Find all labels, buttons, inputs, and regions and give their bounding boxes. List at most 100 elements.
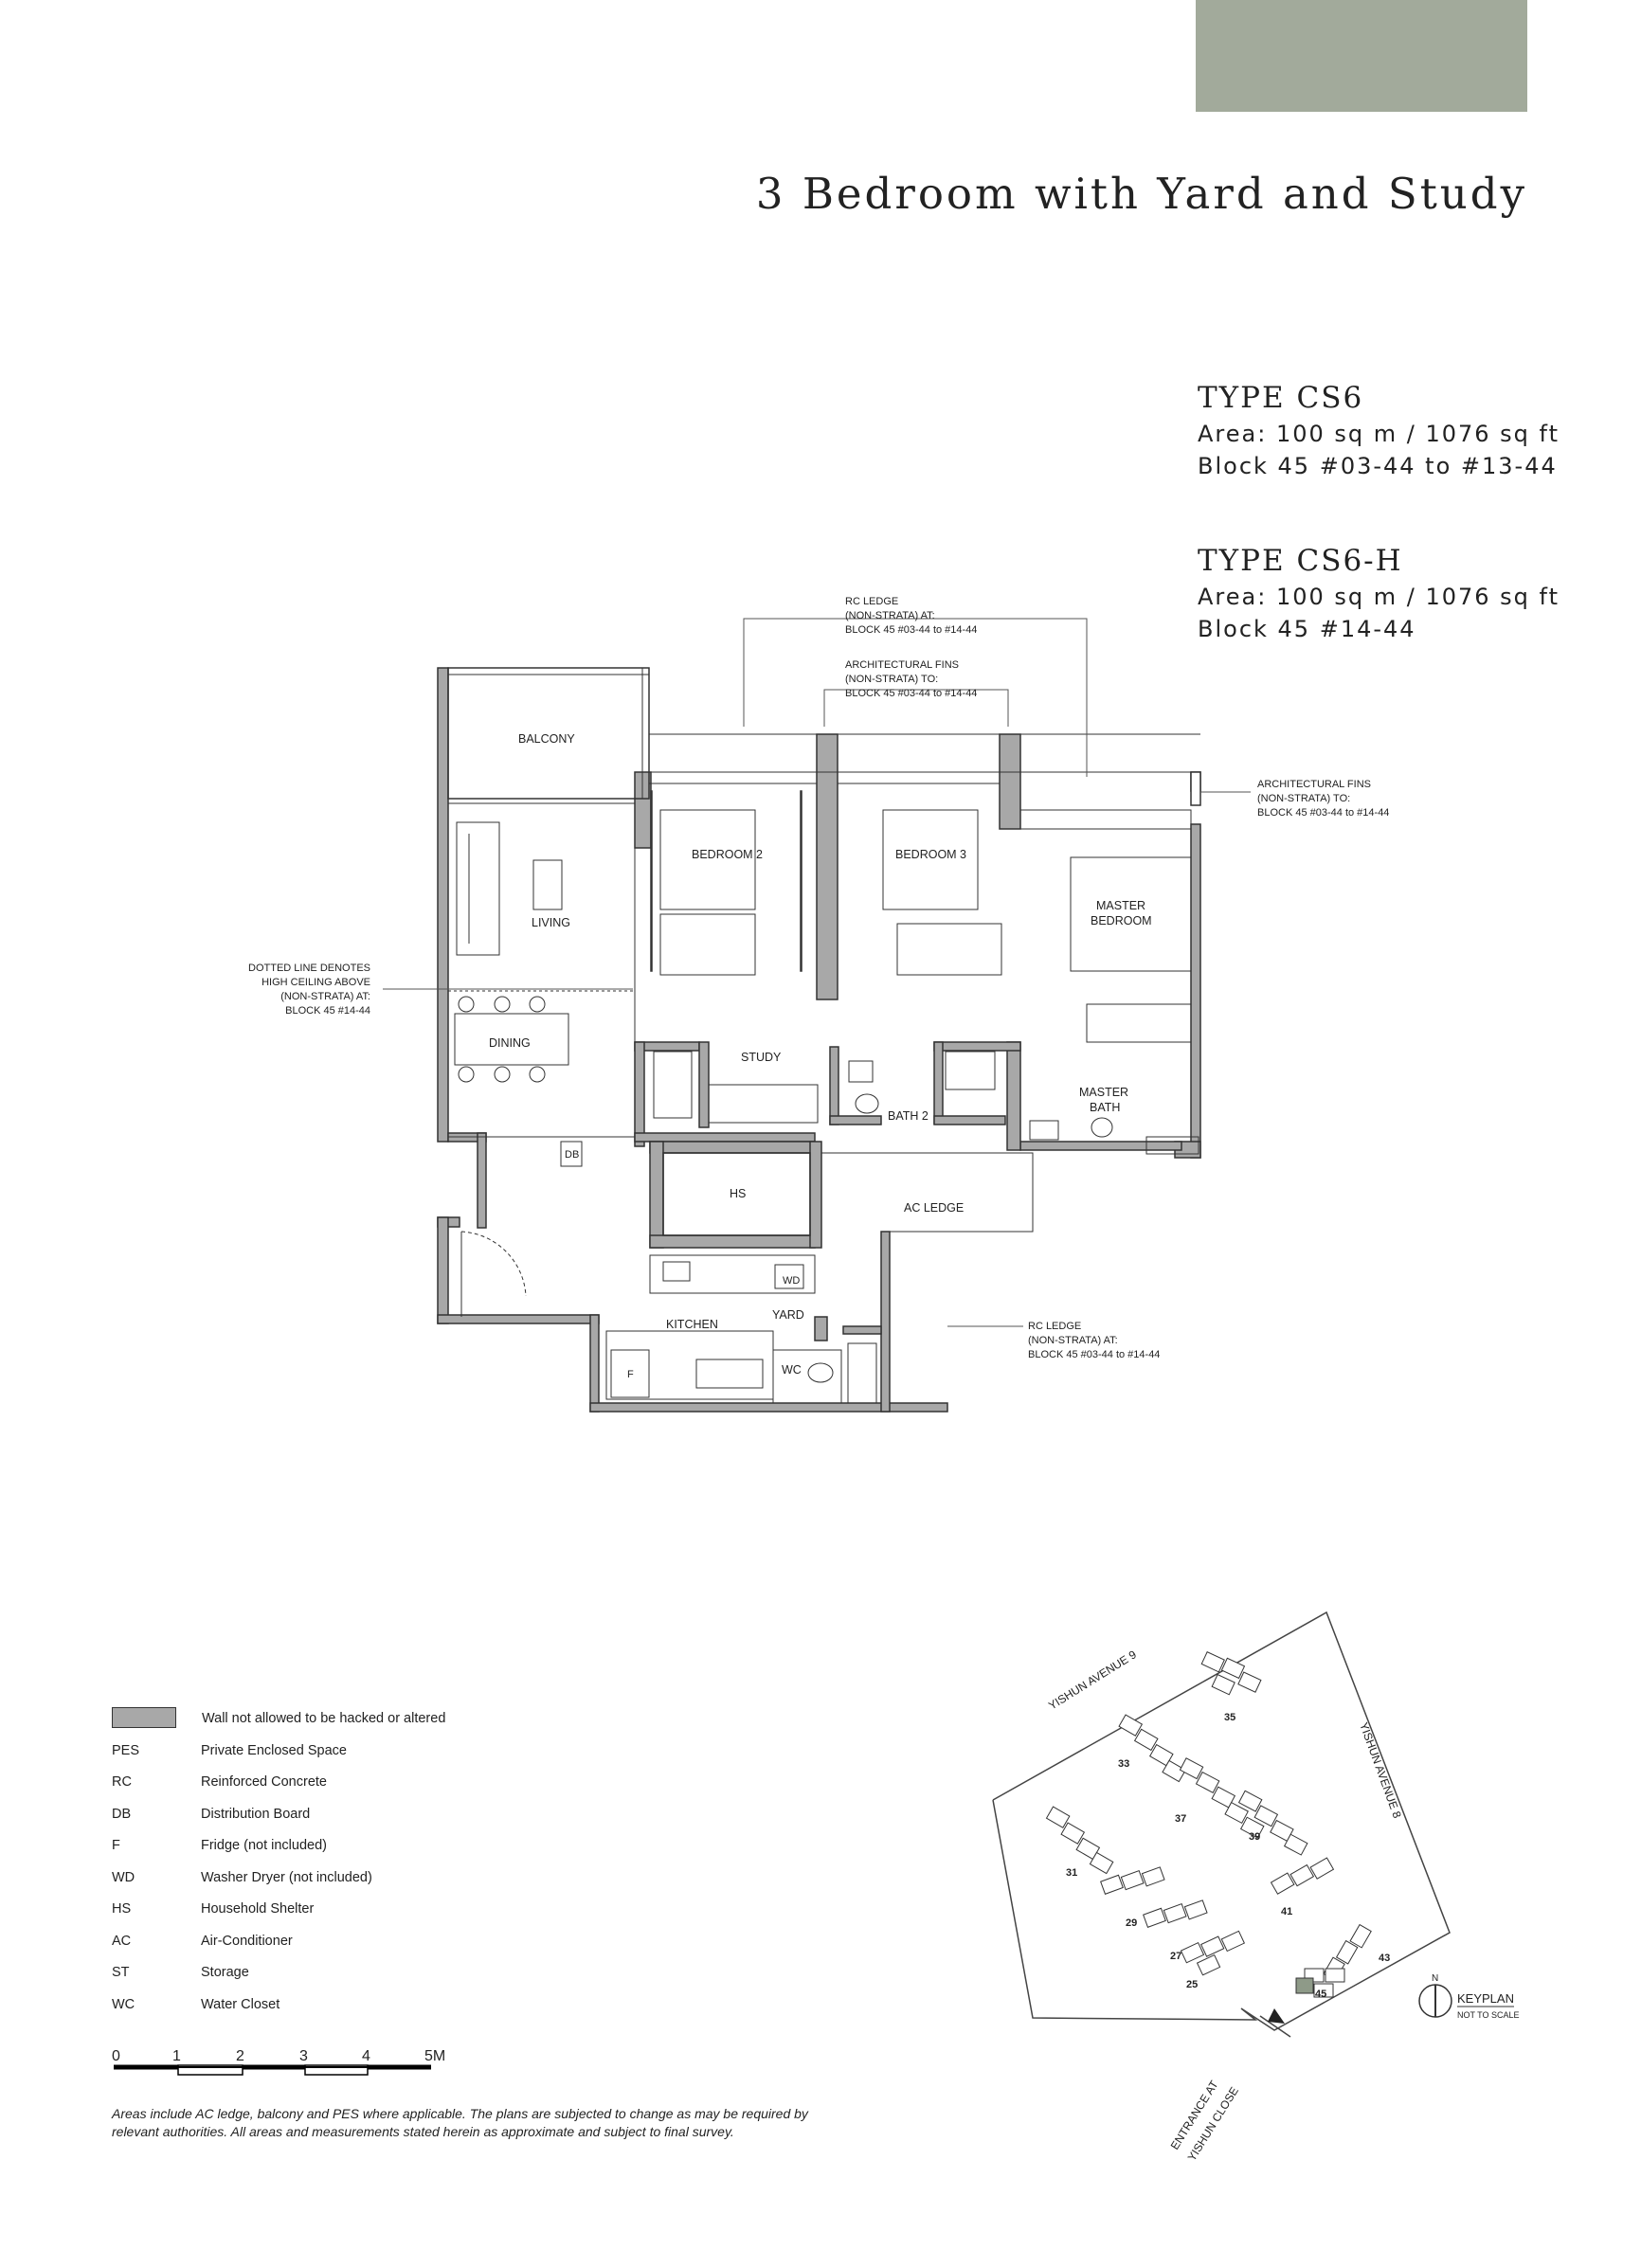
svg-text:(NON-STRATA) AT:: (NON-STRATA) AT: <box>280 991 370 1002</box>
annotation-rc-ledge-bottom: RC LEDGE (NON-STRATA) AT: BLOCK 45 #03-4… <box>1028 1321 1160 1360</box>
legend-desc: Washer Dryer (not included) <box>201 1869 372 1885</box>
keyplan-label: KEYPLAN <box>1457 1991 1514 2006</box>
legend-desc: Reinforced Concrete <box>201 1774 327 1790</box>
svg-text:37: 37 <box>1175 1813 1186 1825</box>
annotation-dotted-line: DOTTED LINE DENOTES HIGH CEILING ABOVE (… <box>248 963 370 1017</box>
legend-desc: Private Enclosed Space <box>201 1742 347 1758</box>
svg-text:43: 43 <box>1379 1953 1390 1964</box>
svg-text:ARCHITECTURAL FINS: ARCHITECTURAL FINS <box>845 659 959 671</box>
room-label-master-bath: MASTER <box>1079 1086 1128 1099</box>
svg-text:45: 45 <box>1315 1989 1326 2000</box>
room-label-study: STUDY <box>741 1051 782 1064</box>
annotation-rc-ledge-top: RC LEDGE (NON-STRATA) AT: BLOCK 45 #03-4… <box>845 596 977 636</box>
legend-wall-swatch <box>112 1707 176 1728</box>
room-label-bath2: BATH 2 <box>888 1109 929 1123</box>
legend-desc: Water Closet <box>201 1996 280 2012</box>
room-label-master-bedroom-2: BEDROOM <box>1091 914 1152 927</box>
legend-desc: Fridge (not included) <box>201 1838 327 1853</box>
legend-abbr: F <box>112 1838 120 1853</box>
room-label-ac-ledge: AC LEDGE <box>904 1201 964 1215</box>
svg-text:25: 25 <box>1186 1979 1198 1990</box>
scale-tick-3: 3 <box>299 2048 308 2064</box>
room-label-yard: YARD <box>772 1308 804 1322</box>
legend-abbr: AC <box>112 1933 132 1949</box>
legend-desc: Storage <box>201 1965 249 1980</box>
legend-abbr: WD <box>112 1869 135 1885</box>
room-label-master-bedroom: MASTER <box>1096 899 1145 912</box>
svg-text:27: 27 <box>1170 1951 1181 1962</box>
svg-text:N: N <box>1432 1973 1438 1984</box>
svg-text:HIGH CEILING ABOVE: HIGH CEILING ABOVE <box>261 977 370 988</box>
scale-bar: 0 1 2 3 4 5M <box>112 2046 453 2089</box>
annotation-arch-fins-top: ARCHITECTURAL FINS (NON-STRATA) TO: BLOC… <box>845 659 977 699</box>
room-label-bedroom2: BEDROOM 2 <box>692 848 763 861</box>
svg-text:DOTTED LINE DENOTES: DOTTED LINE DENOTES <box>248 963 370 974</box>
unit-type-name: TYPE CS6 <box>1198 381 1364 415</box>
svg-text:BLOCK 45 #03-44 to #14-44: BLOCK 45 #03-44 to #14-44 <box>1257 807 1389 819</box>
room-label-living: LIVING <box>532 916 570 929</box>
keyplan-map: 35 33 37 39 31 29 27 25 41 43 45 YISHUN … <box>992 1611 1520 2164</box>
disclaimer-note: Areas include AC ledge, balcony and PES … <box>112 2106 808 2139</box>
svg-text:39: 39 <box>1249 1831 1260 1843</box>
legend-abbr: HS <box>112 1901 132 1917</box>
legend-abbr: DB <box>112 1806 132 1822</box>
room-label-hs: HS <box>730 1187 746 1200</box>
unit-type-block: Block 45 #14-44 <box>1198 616 1416 642</box>
legend-desc: Household Shelter <box>201 1901 315 1917</box>
svg-text:(NON-STRATA) AT:: (NON-STRATA) AT: <box>1028 1335 1118 1346</box>
unit-type-cs6: TYPE CS6 Area: 100 sq m / 1076 sq ft Blo… <box>1198 381 1560 479</box>
room-label-wd: WD <box>783 1275 800 1287</box>
room-label-master-bath-2: BATH <box>1090 1101 1120 1114</box>
svg-text:31: 31 <box>1066 1867 1077 1879</box>
room-label-fridge: F <box>627 1369 634 1380</box>
leader-lines <box>383 618 1251 1327</box>
legend-desc: Distribution Board <box>201 1806 311 1822</box>
scale-tick-5m: 5M <box>424 2048 445 2064</box>
scale-bar-graphic: 0 1 2 3 4 5M <box>112 2048 445 2076</box>
unit-type-area: Area: 100 sq m / 1076 sq ft <box>1198 584 1560 610</box>
scale-tick-2: 2 <box>236 2048 244 2064</box>
svg-text:(NON-STRATA) TO:: (NON-STRATA) TO: <box>1257 793 1350 804</box>
room-label-bedroom3: BEDROOM 3 <box>895 848 966 861</box>
keyplan-sublabel: NOT TO SCALE <box>1457 2010 1520 2020</box>
header-color-tab <box>1196 0 1527 112</box>
legend-abbr: ST <box>112 1965 130 1980</box>
page-title: 3 Bedroom with Yard and Study <box>755 169 1527 219</box>
unit-type-cs6-h: TYPE CS6-H Area: 100 sq m / 1076 sq ft B… <box>1198 544 1560 642</box>
road-yishun-avenue-8: YISHUN AVENUE 8 <box>1357 1720 1404 1820</box>
svg-text:33: 33 <box>1118 1758 1129 1770</box>
svg-text:BLOCK 45 #03-44 to #14-44: BLOCK 45 #03-44 to #14-44 <box>1028 1349 1160 1360</box>
svg-text:BLOCK 45 #03-44 to #14-44: BLOCK 45 #03-44 to #14-44 <box>845 688 977 699</box>
road-yishun-avenue-9: YISHUN AVENUE 9 <box>1046 1647 1139 1712</box>
legend-swatch-text: Wall not allowed to be hacked or altered <box>202 1711 446 1726</box>
annotation-arch-fins-right: ARCHITECTURAL FINS (NON-STRATA) TO: BLOC… <box>1257 779 1389 819</box>
unit-type-name: TYPE CS6-H <box>1198 544 1403 578</box>
svg-text:RC LEDGE: RC LEDGE <box>1028 1321 1081 1332</box>
legend-abbr: PES <box>112 1742 140 1758</box>
keyplan-unit-highlight <box>1295 1977 1314 1994</box>
legend-desc: Air-Conditioner <box>201 1933 293 1949</box>
svg-text:BLOCK 45 #03-44 to #14-44: BLOCK 45 #03-44 to #14-44 <box>845 624 977 636</box>
svg-text:(NON-STRATA) AT:: (NON-STRATA) AT: <box>845 610 935 621</box>
legend-abbr: WC <box>112 1996 135 2012</box>
svg-text:ARCHITECTURAL FINS: ARCHITECTURAL FINS <box>1257 779 1371 790</box>
legend-abbr: RC <box>112 1774 132 1790</box>
keyplan-block-numbers: 35 33 37 39 31 29 27 25 41 43 45 <box>1066 1712 1390 2000</box>
svg-text:BLOCK 45 #14-44: BLOCK 45 #14-44 <box>285 1005 370 1017</box>
svg-text:RC LEDGE: RC LEDGE <box>845 596 898 607</box>
scale-tick-0: 0 <box>112 2048 120 2064</box>
unit-type-area: Area: 100 sq m / 1076 sq ft <box>1198 421 1560 447</box>
floor-plan: BALCONY LIVING DINING BEDROOM 2 BEDROOM … <box>248 596 1389 1413</box>
north-compass-icon: N <box>1418 1973 1452 2018</box>
structural-walls <box>437 667 1201 1413</box>
svg-text:(NON-STRATA) TO:: (NON-STRATA) TO: <box>845 674 938 685</box>
room-label-balcony: BALCONY <box>518 732 575 746</box>
scale-tick-1: 1 <box>172 2048 181 2064</box>
keyplan-buildings <box>1045 1651 1372 1998</box>
room-label-db: DB <box>565 1149 579 1161</box>
svg-text:29: 29 <box>1126 1917 1137 1929</box>
svg-text:35: 35 <box>1224 1712 1235 1723</box>
scale-tick-4: 4 <box>362 2048 370 2064</box>
svg-text:41: 41 <box>1281 1906 1292 1917</box>
plan-linework <box>447 667 1201 1404</box>
